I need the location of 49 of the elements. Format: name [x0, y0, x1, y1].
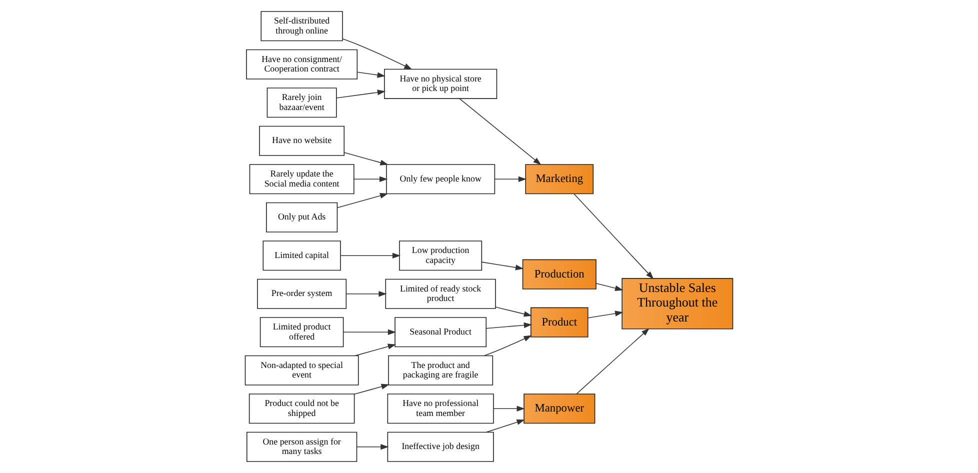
- arrow: [493, 406, 525, 412]
- node-box: Limited product offered: [260, 317, 344, 348]
- node-box: Self-distributed through online: [260, 11, 343, 42]
- arrow: [576, 328, 650, 394]
- node-box: Marketing: [525, 164, 594, 194]
- node-box: Ineffective job design: [387, 432, 494, 462]
- node-box: Rarely join bazaar/event: [266, 88, 337, 118]
- node-box: Have no consignment/ Cooperation contract: [246, 49, 358, 80]
- node-box: Production: [522, 259, 596, 290]
- node-box: Seasonal Product: [394, 317, 487, 348]
- arrow: [354, 344, 396, 356]
- arrow: [486, 322, 532, 329]
- arrow: [354, 384, 390, 395]
- node-box: Rarely update the Social media content: [249, 164, 354, 194]
- arrow: [588, 310, 624, 318]
- arrow: [336, 192, 388, 208]
- node-box: Have no website: [259, 126, 345, 156]
- node-box: The product and packaging are fragile: [388, 355, 494, 386]
- arrow: [596, 282, 624, 291]
- node-box: Have no professional team member: [387, 394, 494, 424]
- arrow: [494, 176, 527, 182]
- arrow: [343, 329, 396, 335]
- node-box: Only few people know: [386, 164, 496, 194]
- node-box: Low production capacity: [399, 240, 482, 271]
- arrow: [354, 176, 388, 182]
- node-box: Have no physical store or pick up point: [384, 68, 498, 99]
- arrow: [344, 152, 388, 166]
- node-box: Limited of ready stock product: [385, 278, 496, 309]
- node-box: Non-adapted to special event: [244, 355, 359, 386]
- arrow: [486, 419, 525, 433]
- arrow: [495, 306, 532, 317]
- arrow: [346, 291, 387, 297]
- node-box: Manpower: [524, 394, 596, 424]
- node-box: Limited capital: [262, 240, 341, 271]
- arrow: [340, 252, 401, 258]
- arrow: [356, 444, 389, 450]
- arrow: [484, 335, 532, 356]
- node-box: Only put Ads: [266, 202, 338, 232]
- node-box: Product: [530, 307, 588, 338]
- node-box: One person assign for many tasks: [246, 432, 358, 462]
- arrow: [342, 38, 412, 70]
- node-box: Product could not be shipped: [248, 394, 355, 424]
- node-box: Pre-order system: [257, 278, 347, 309]
- arrow: [356, 72, 386, 78]
- arrow: [574, 193, 654, 280]
- arrow: [336, 90, 386, 98]
- node-box: Unstable Sales Throughout the year: [622, 278, 734, 330]
- arrow: [481, 262, 524, 270]
- arrow: [459, 98, 542, 166]
